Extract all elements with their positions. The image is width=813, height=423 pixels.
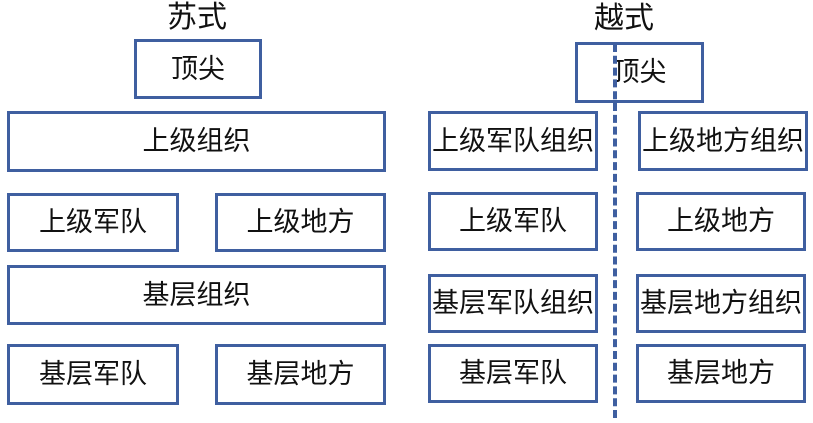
vietnam-base-military-org-box: 基层军队组织 [428, 274, 598, 333]
vietnam-top-label: 顶尖 [612, 57, 667, 88]
vietnam-upper-military-label: 上级军队 [459, 206, 567, 237]
soviet-upper-local-box: 上级地方 [215, 193, 386, 252]
vietnam-upper-military-box: 上级军队 [428, 192, 598, 251]
vietnam-upper-local-org-box: 上级地方组织 [638, 111, 808, 171]
soviet-base-local-label: 基层地方 [246, 359, 355, 390]
vietnam-base-local-box: 基层地方 [636, 344, 806, 403]
vietnam-upper-local-label: 上级地方 [667, 206, 775, 237]
soviet-base-military-label: 基层军队 [39, 359, 147, 390]
soviet-title: 苏式 [167, 0, 227, 35]
soviet-upper-military-label: 上级军队 [39, 207, 147, 238]
vietnam-title: 越式 [594, 1, 654, 36]
soviet-base-local-box: 基层地方 [215, 344, 386, 405]
vietnam-upper-military-org-label: 上级军队组织 [432, 125, 594, 157]
vietnam-base-local-org-label: 基层地方组织 [640, 288, 802, 319]
soviet-top-box: 顶尖 [134, 39, 262, 99]
soviet-upper-military-box: 上级军队 [7, 193, 179, 252]
vietnam-top-box: 顶尖 [575, 42, 704, 103]
vietnam-upper-local-box: 上级地方 [636, 192, 806, 251]
vietnam-base-military-label: 基层军队 [459, 358, 567, 389]
soviet-top-label: 顶尖 [171, 53, 225, 85]
soviet-upper-org-label: 上级组织 [142, 126, 251, 157]
soviet-upper-org-box: 上级组织 [7, 111, 386, 172]
soviet-base-military-box: 基层军队 [7, 344, 179, 405]
soviet-base-org-label: 基层组织 [142, 279, 251, 311]
vietnam-upper-military-org-box: 上级军队组织 [428, 111, 598, 171]
vietnam-upper-local-org-label: 上级地方组织 [642, 125, 804, 157]
vietnam-base-military-box: 基层军队 [428, 344, 598, 403]
vietnam-base-military-org-label: 基层军队组织 [432, 288, 594, 319]
vietnam-dashed-divider [613, 44, 617, 418]
soviet-upper-local-label: 上级地方 [246, 207, 355, 238]
vietnam-base-local-org-box: 基层地方组织 [636, 274, 806, 333]
vietnam-base-local-label: 基层地方 [667, 358, 775, 389]
soviet-base-org-box: 基层组织 [7, 265, 386, 325]
